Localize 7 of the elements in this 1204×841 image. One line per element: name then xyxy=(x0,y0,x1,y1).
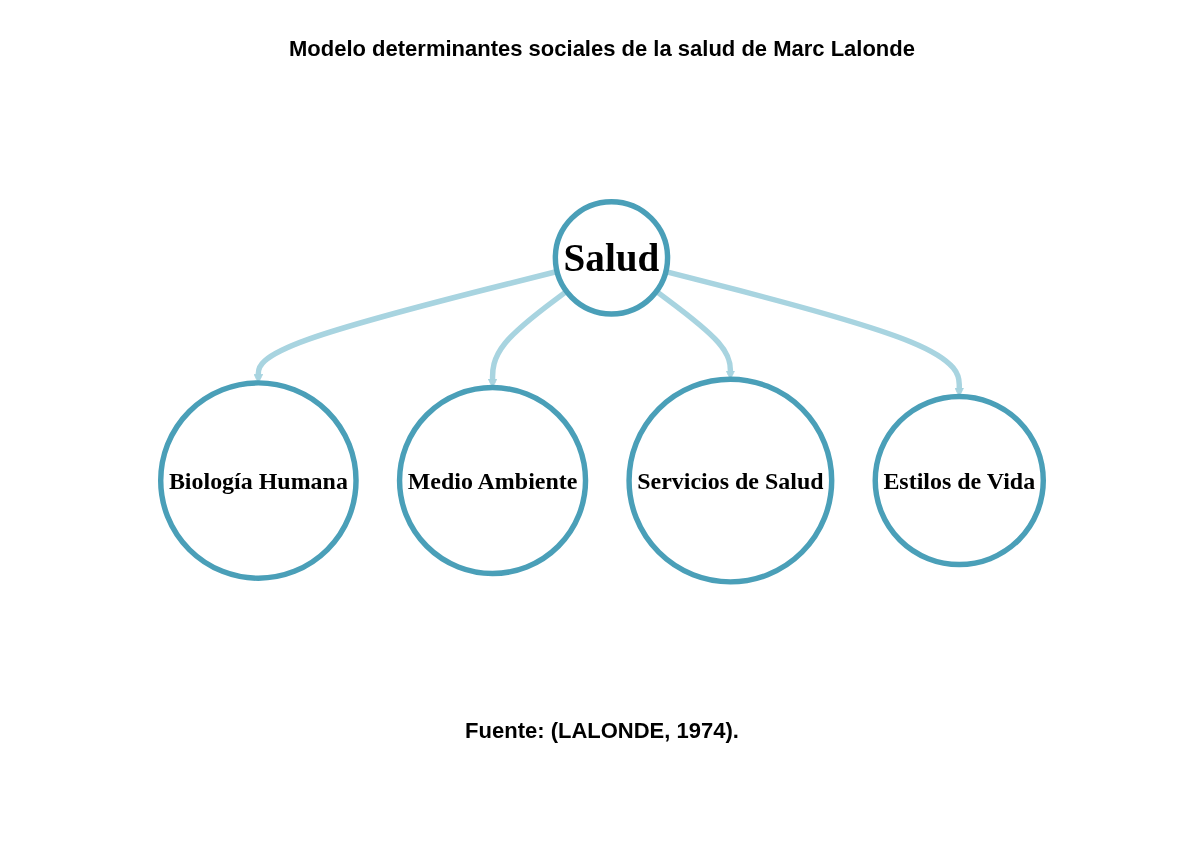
node-circle: Estilos de Vida xyxy=(872,394,1046,568)
node-circle: Medio Ambiente xyxy=(396,385,589,577)
node-circle: Servicios de Salud xyxy=(626,376,835,585)
diagram-title: Modelo determinantes sociales de la salud de Marc Lalonde xyxy=(289,36,915,62)
source-caption: Fuente: (LALONDE, 1974). xyxy=(465,718,739,744)
node-circle: Biología Humana xyxy=(158,380,359,582)
node-circle: Salud xyxy=(552,199,671,317)
